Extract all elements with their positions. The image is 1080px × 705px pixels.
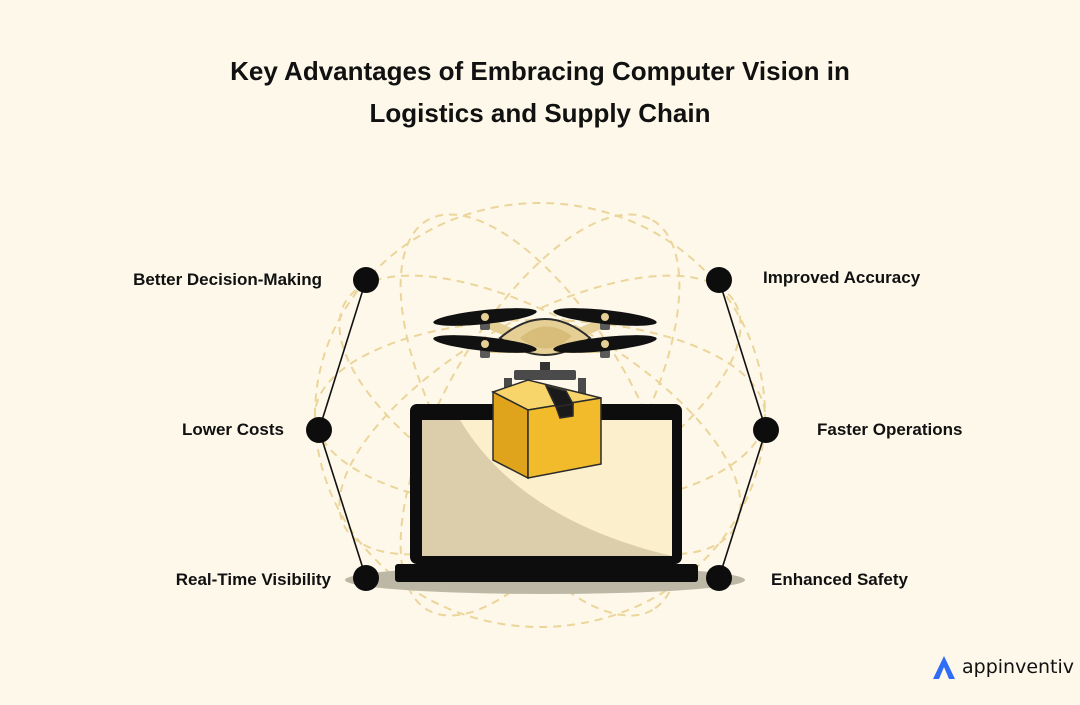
connector-line: [318, 279, 367, 431]
node-dot-better-decision-making: [353, 267, 379, 293]
package-box-icon: [491, 379, 602, 480]
page-title: Key Advantages of Embracing Computer Vis…: [0, 50, 1080, 134]
connector-line: [718, 429, 767, 579]
label-enhanced-safety: Enhanced Safety: [771, 570, 908, 589]
label-improved-accuracy: Improved Accuracy: [763, 268, 921, 287]
brand-logo: appinventiv: [930, 652, 1074, 682]
connector-lines: [318, 279, 767, 579]
node-dot-improved-accuracy: [706, 267, 732, 293]
title-line-1: Key Advantages of Embracing Computer Vis…: [230, 56, 850, 86]
node-dot-faster-operations: [753, 417, 779, 443]
connector-line: [318, 429, 367, 579]
orbit-ring: [338, 274, 742, 556]
drone-icon: [433, 308, 657, 398]
node-dot-lower-costs: [306, 417, 332, 443]
title-line-2: Logistics and Supply Chain: [369, 98, 711, 128]
label-better-decision-making: Better Decision-Making: [133, 270, 322, 289]
label-real-time-visibility: Real-Time Visibility: [175, 570, 331, 589]
label-faster-operations: Faster Operations: [817, 420, 963, 439]
brand-logo-text: appinventiv: [962, 656, 1075, 678]
orbit-ring: [399, 213, 681, 617]
node-dot-real-time-visibility: [353, 565, 379, 591]
appinventiv-a-icon: [933, 656, 955, 679]
node-dot-enhanced-safety: [706, 565, 732, 591]
connector-line: [718, 279, 767, 431]
label-lower-costs: Lower Costs: [181, 420, 284, 439]
orbit-ring: [399, 213, 681, 617]
node-dots: [306, 267, 779, 591]
laptop-icon: [395, 404, 698, 582]
